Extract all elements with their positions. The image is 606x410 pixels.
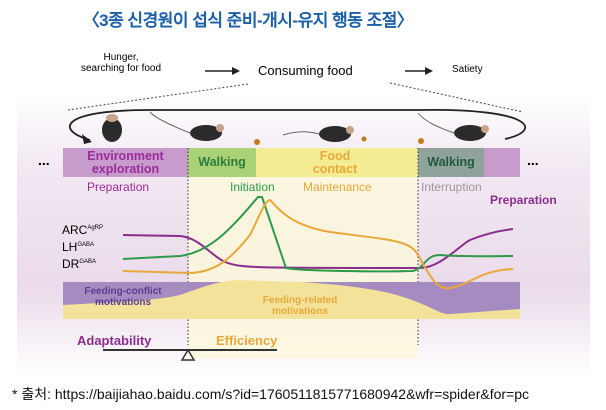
consuming-food-label: Consuming food xyxy=(258,63,353,78)
phase-interruption: Interruption xyxy=(421,180,482,194)
related-motivations-label: Feeding-related motivations xyxy=(262,295,338,317)
arc-trace xyxy=(122,228,514,270)
cycle-arrow xyxy=(69,109,526,141)
ellipsis-right: ... xyxy=(527,152,539,168)
food-pellet-icon xyxy=(254,139,260,145)
mouse-icon xyxy=(102,114,122,142)
arc-label: ARCAgRP xyxy=(62,223,104,237)
hunger-label: Hunger,searching for food xyxy=(81,52,162,74)
bar-preparation xyxy=(484,148,520,177)
walking-interrupt-label: Walking xyxy=(427,155,475,169)
related-band xyxy=(63,280,520,319)
mouse-icon xyxy=(282,126,354,142)
food-contact-label: Food contact xyxy=(312,148,358,176)
bar-walking xyxy=(188,148,256,177)
bar-food-contact xyxy=(256,148,418,177)
dotted-line xyxy=(389,82,524,113)
arrow-head-icon xyxy=(82,134,92,144)
figure-title: 〈3종 신경원이 섭식 준비-개시-유지 행동 조절〉 xyxy=(82,11,414,30)
phase-preparation: Preparation xyxy=(87,180,150,194)
dr-label: DRGABA xyxy=(62,257,97,271)
mouse-icon xyxy=(417,112,489,141)
bar-walking-interrupt xyxy=(418,148,484,177)
food-pellet-icon xyxy=(361,136,367,142)
phase-maintenance: Maintenance xyxy=(303,180,372,194)
environment-label: Environment exploration xyxy=(87,148,164,176)
adaptability-label: Adaptability xyxy=(77,333,152,348)
mouse-icon xyxy=(149,111,224,141)
food-pellet-icon xyxy=(418,138,424,144)
walking-label: Walking xyxy=(198,155,246,169)
source-footnote: * 출처: https://baijiahao.baidu.com/s?id=1… xyxy=(12,386,530,402)
phase-initiation: Initiation xyxy=(230,180,275,194)
lh-label: LHGABA xyxy=(62,240,95,254)
satiety-label: Satiety xyxy=(452,64,483,75)
efficiency-label: Efficiency xyxy=(216,333,278,348)
lh-trace xyxy=(122,196,514,273)
conflict-motivations-label: Feeding-conflict motivations xyxy=(84,286,162,308)
arrow-head-icon xyxy=(232,67,240,75)
bar-environment xyxy=(63,148,188,177)
arrow-head-icon xyxy=(425,67,433,75)
feeding-window-highlight xyxy=(188,148,418,358)
dr-trace xyxy=(122,198,514,290)
phase-preparation-2: Preparation xyxy=(490,193,557,207)
fulcrum-icon xyxy=(180,348,196,361)
ellipsis-left: ... xyxy=(38,152,50,168)
dotted-line xyxy=(67,83,249,111)
